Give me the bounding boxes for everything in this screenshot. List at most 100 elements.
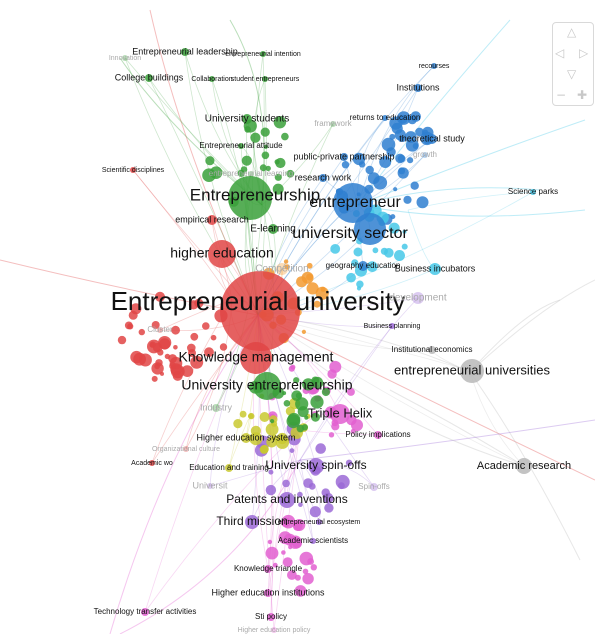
keyword-node [282, 557, 293, 567]
keyword-node [188, 349, 196, 357]
university-sector-node [354, 213, 386, 245]
link-edge [109, 314, 259, 634]
triple-helix-label[interactable]: Triple Helix [308, 405, 373, 420]
business-planning-label[interactable]: Business planning [364, 323, 421, 330]
policy-implications-label[interactable]: Policy implications [345, 430, 410, 439]
cluster-label[interactable]: Cluster [147, 325, 173, 334]
link-edge [149, 9, 259, 316]
keyword-node [268, 469, 274, 475]
theoretical-study-label[interactable]: theoretical study [399, 133, 465, 143]
returns-to-education-label[interactable]: returns to education [350, 113, 421, 122]
pan-up-icon[interactable]: △ [567, 25, 577, 39]
keyword-node [345, 459, 353, 467]
spin-offs-label[interactable]: Spin-offs [358, 482, 389, 491]
keyword-node [296, 276, 308, 288]
third-mission-label[interactable]: Third mission [216, 514, 287, 528]
competition-label[interactable]: Competition [255, 264, 308, 275]
organizational-culture-label[interactable]: Organizational culture [152, 446, 220, 453]
education-and-training-label[interactable]: Education and training [189, 463, 269, 472]
academic-research-label[interactable]: Academic research [477, 460, 571, 472]
keyword-node [249, 432, 263, 446]
keyword-node [259, 445, 269, 454]
entrepreneurship-label[interactable]: Entrepreneurship [190, 185, 320, 204]
keyword-node [288, 535, 302, 549]
empirical-research-label[interactable]: empirical research [175, 214, 249, 224]
link-edge [299, 325, 393, 461]
geography-education-label[interactable]: geography education [326, 261, 401, 270]
keyword-node [127, 323, 134, 330]
entrepreneurial-leadership-label[interactable]: Entrepreneurial leadership [132, 46, 238, 56]
science-parks-label[interactable]: Science parks [508, 187, 558, 196]
entrepreneurial-learning-label[interactable]: entrepreneurial learning [209, 169, 294, 178]
university-spin-offs-label[interactable]: University spin-offs [265, 458, 366, 472]
entrepreneurial-intention-label[interactable]: entrepreneurial intention [225, 51, 301, 58]
keyword-node [306, 282, 319, 295]
university-students-node [242, 114, 252, 124]
pan-right-icon[interactable]: ▷ [579, 46, 589, 60]
keyword-node [181, 365, 194, 377]
higher-education-label[interactable]: higher education [170, 245, 274, 261]
entrepreneurial-attitude-label[interactable]: Entrepreneurial attitude [199, 141, 283, 150]
knowledge-management-label[interactable]: Knowledge management [179, 349, 334, 365]
development-label[interactable]: development [389, 293, 446, 304]
keyword-node [190, 355, 204, 369]
patents-and-inventions-label[interactable]: Patents and inventions [226, 492, 347, 506]
keyword-node [151, 321, 160, 329]
industry-node [212, 404, 220, 412]
university-sector-label[interactable]: university sector [292, 225, 408, 242]
business-incubators-label[interactable]: Business incubators [395, 263, 476, 273]
collaboration-label[interactable]: Collaboration [191, 76, 232, 83]
university-students-label[interactable]: University students [205, 114, 289, 125]
education-and-training-node [225, 464, 233, 472]
higher-education-policy-node [271, 627, 277, 633]
entrepreneurial-university-label[interactable]: Entrepreneurial university [111, 286, 406, 316]
recourses-label[interactable]: recourses [419, 63, 450, 70]
cluster-node [157, 327, 163, 333]
institutions-label[interactable]: Institutions [396, 82, 440, 92]
industry-label[interactable]: Industry [200, 402, 233, 412]
e-learning-label[interactable]: E-learning [250, 224, 296, 235]
university-faint-label[interactable]: Universit [192, 480, 228, 490]
academic-work-label[interactable]: Academic wo [131, 460, 173, 467]
keyword-node [302, 573, 314, 585]
scientific-disciplines-label[interactable]: Scientific disciplines [102, 167, 165, 174]
entrepreneurial-ecosystem-label[interactable]: entrepreneurial ecosystem [278, 519, 361, 526]
zoom-out-icon[interactable]: − [556, 88, 567, 102]
keyword-node [403, 195, 412, 204]
zoom-in-icon[interactable]: ✚ [577, 88, 588, 102]
keyword-node [423, 129, 429, 135]
institutional-economics-label[interactable]: Institutional economics [392, 345, 473, 354]
higher-education-system-label[interactable]: Higher education system [196, 432, 295, 442]
keyword-node [259, 412, 270, 422]
growth-label[interactable]: growth [413, 150, 437, 159]
link-edge [357, 204, 586, 217]
student-entrepreneurs-label[interactable]: student entrepreneurs [231, 76, 300, 83]
knowledge-triangle-label[interactable]: Knowledge triangle [234, 564, 303, 573]
entrepreneurial-universities-label[interactable]: entrepreneurial universities [394, 362, 551, 377]
keyword-node [401, 243, 408, 250]
entrepreneur-label[interactable]: entrepreneur [309, 194, 401, 211]
keyword-node [302, 378, 315, 391]
keyword-node [151, 375, 158, 382]
technology-transfer-activities-label[interactable]: Technology transfer activities [94, 607, 197, 616]
navigation-control: △ ◁ ▷ ▽ − ✚ [552, 22, 594, 106]
framework-label[interactable]: framework [314, 119, 352, 128]
public-private-partnership-label[interactable]: public-private partnership [293, 151, 394, 161]
university-entrepreneurship-label[interactable]: University entrepreneurship [181, 377, 352, 393]
keyword-node [274, 173, 282, 181]
higher-education-institutions-label[interactable]: Higher education institutions [211, 587, 325, 597]
pan-left-icon[interactable]: ◁ [555, 46, 565, 60]
academic-scientists-label[interactable]: Academic scientists [278, 536, 348, 545]
research-work-label[interactable]: research work [295, 172, 352, 182]
entrepreneurial-intention-node [260, 51, 266, 57]
link-edge [257, 314, 525, 467]
keyword-node [346, 272, 356, 283]
sti-policy-label[interactable]: Sti policy [255, 612, 287, 621]
innovation-label[interactable]: Innovation [109, 55, 141, 62]
pan-down-icon[interactable]: ▽ [567, 67, 577, 81]
college-buildings-label[interactable]: College buildings [115, 72, 184, 82]
higher-education-policy-label[interactable]: Higher education policy [238, 627, 311, 634]
link-edge [299, 459, 375, 488]
